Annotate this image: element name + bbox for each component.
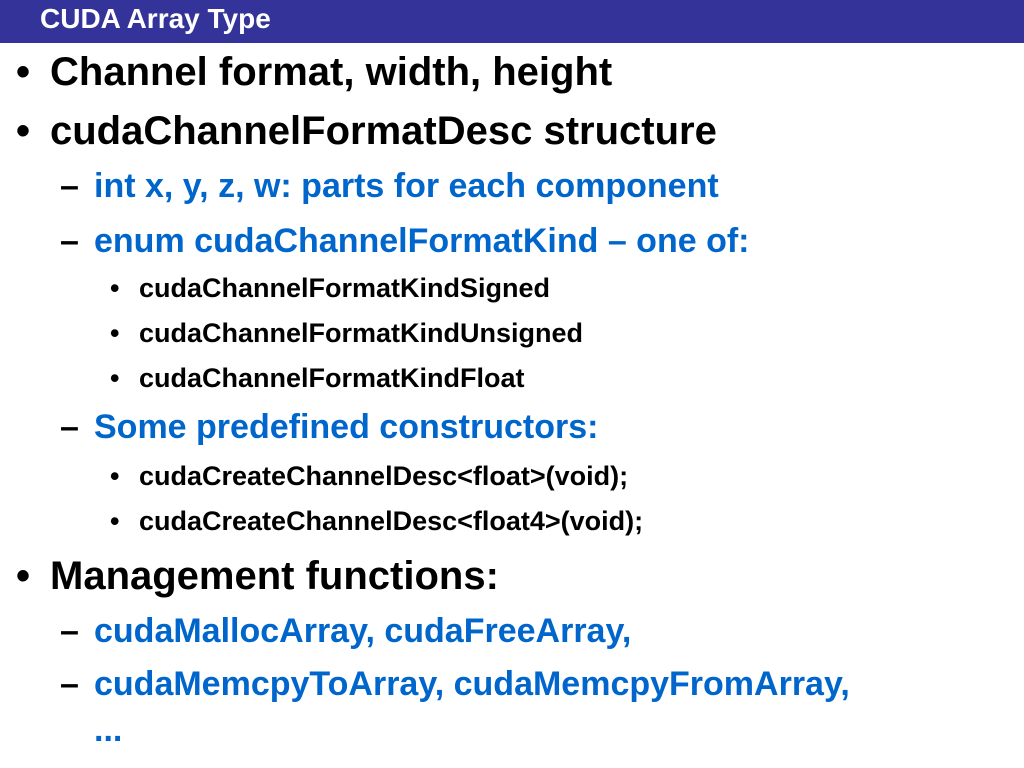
sub-sub-item-text: cudaChannelFormatKindUnsigned bbox=[139, 318, 584, 348]
bullet-text: Channel format, width, height bbox=[50, 50, 613, 94]
bullet-marker: • bbox=[16, 50, 31, 94]
dash-marker: – bbox=[60, 222, 79, 260]
dash-marker: – bbox=[60, 612, 79, 650]
sub-item-text: cudaMallocArray, cudaFreeArray, bbox=[94, 612, 632, 650]
sub-sub-item-text: cudaCreateChannelDesc<float>(void); bbox=[139, 461, 629, 491]
bullet-marker: • bbox=[16, 554, 31, 598]
dash-marker: – bbox=[60, 167, 79, 205]
sub-item-text: int x, y, z, w: parts for each component bbox=[94, 167, 719, 205]
sub-item-text: enum cudaChannelFormatKind – one of: bbox=[94, 222, 750, 260]
sub-item-text: ... bbox=[94, 711, 123, 749]
sub-item-text: cudaMemcpyToArray, cudaMemcpyFromArray, bbox=[94, 665, 850, 703]
sub-sub-item-text: cudaChannelFormatKindSigned bbox=[139, 273, 551, 303]
bullet-marker: • bbox=[110, 318, 120, 348]
dash-marker: – bbox=[60, 408, 79, 446]
bullet-marker: • bbox=[110, 273, 120, 303]
sub-item-text: Some predefined constructors: bbox=[94, 408, 599, 446]
dash-marker: – bbox=[60, 665, 79, 703]
bullet-marker: • bbox=[110, 506, 120, 536]
bullet-marker: • bbox=[110, 363, 120, 393]
bullet-marker: • bbox=[16, 109, 31, 153]
slide-title: CUDA Array Type bbox=[40, 3, 271, 34]
bullet-text: cudaChannelFormatDesc structure bbox=[50, 109, 717, 153]
sub-sub-item-text: cudaChannelFormatKindFloat bbox=[139, 363, 525, 393]
bullet-text: Management functions: bbox=[50, 554, 499, 598]
bullet-marker: • bbox=[110, 461, 120, 491]
title-bar: CUDA Array Type bbox=[0, 0, 1024, 43]
sub-sub-item-text: cudaCreateChannelDesc<float4>(void); bbox=[139, 506, 644, 536]
